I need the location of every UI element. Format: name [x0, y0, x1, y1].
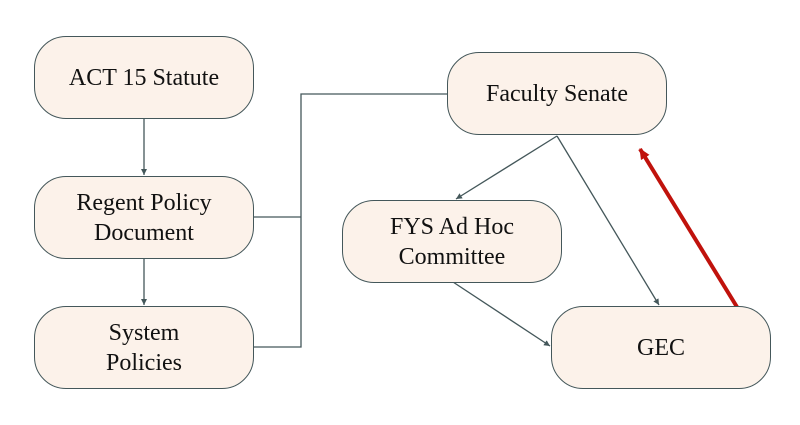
- node-label: ACT 15 Statute: [68, 64, 220, 91]
- node-label: GEC: [637, 334, 685, 361]
- node-act15-statute: ACT 15 Statute: [34, 36, 254, 119]
- node-fys-ad-hoc-committee: FYS Ad Hoc Committee: [342, 200, 562, 283]
- feedback-arrow-gec-senate: [638, 147, 739, 309]
- node-faculty-senate: Faculty Senate: [447, 52, 667, 135]
- edge-senate-gec: [556, 135, 660, 306]
- node-label: Faculty Senate: [486, 80, 628, 107]
- node-regent-policy-document: Regent Policy Document: [34, 176, 254, 259]
- edge-fys-gec: [452, 281, 551, 347]
- edge-bracket-spine: [254, 93, 447, 348]
- node-label: FYS Ad Hoc Committee: [389, 213, 515, 270]
- node-label: System Policies: [106, 319, 182, 376]
- node-label: Regent Policy Document: [76, 189, 212, 246]
- edge-senate-fys: [455, 135, 558, 200]
- node-system-policies: System Policies: [34, 306, 254, 389]
- node-gec: GEC: [551, 306, 771, 389]
